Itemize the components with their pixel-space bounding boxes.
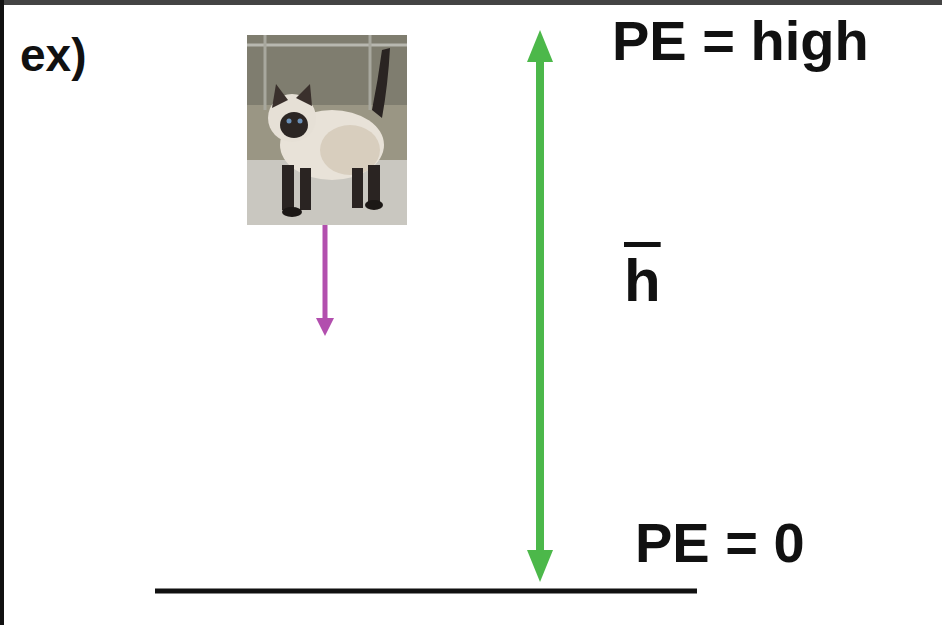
- energy-label: PE = high: [612, 10, 869, 72]
- height-symbol: h: [624, 248, 661, 314]
- ground-line: [155, 589, 697, 594]
- example-marker: ex): [20, 30, 86, 81]
- fall-arrow: [316, 225, 334, 336]
- cat-photo: [247, 35, 407, 225]
- height-arrow: [527, 30, 553, 582]
- energy-label: PE = 0: [635, 512, 805, 574]
- left-border: [0, 0, 4, 625]
- top-border: [0, 0, 942, 5]
